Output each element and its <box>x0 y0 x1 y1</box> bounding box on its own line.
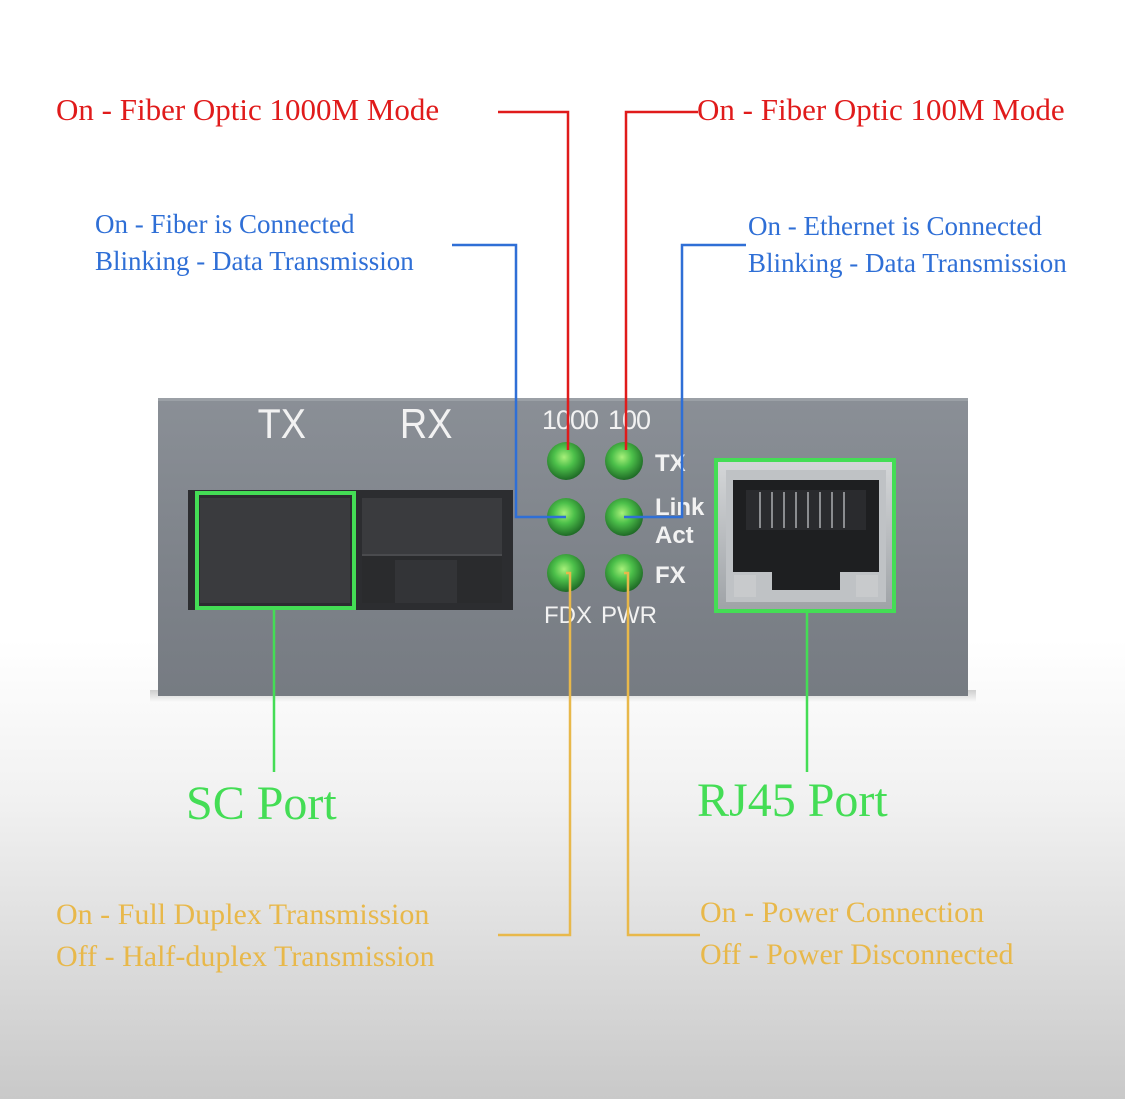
rj45-jack <box>718 462 894 610</box>
leader-line-ethernet-link <box>624 243 746 519</box>
panel-label-fx: FX <box>655 562 686 589</box>
sc-port-label: SC Port <box>186 777 337 830</box>
leader-line-fdx <box>498 571 572 937</box>
sc-connector <box>188 490 513 610</box>
callout-duplex: On - Full Duplex Transmission Off - Half… <box>56 894 435 978</box>
panel-label-row-tx: TX <box>655 450 686 477</box>
callout-fiber-connected-line1: On - Fiber is Connected <box>95 209 355 239</box>
leader-line-1000m <box>498 110 570 450</box>
callout-duplex-line1: On - Full Duplex Transmission <box>56 898 430 931</box>
callout-power-line2: Off - Power Disconnected <box>700 938 1014 971</box>
callout-duplex-line2: Off - Half-duplex Transmission <box>56 940 435 973</box>
callout-ethernet-connected-line1: On - Ethernet is Connected <box>748 211 1042 241</box>
leader-line-fiber-link <box>452 243 566 519</box>
callout-fiber-connected: On - Fiber is Connected Blinking - Data … <box>95 206 414 280</box>
panel-label-act: Act <box>655 522 694 549</box>
leader-line-pwr <box>624 571 700 937</box>
panel-label-tx: TX <box>257 400 306 447</box>
callout-ethernet-connected-line2: Blinking - Data Transmission <box>748 248 1067 278</box>
panel-label-1000: 1000 <box>542 405 599 435</box>
led-100 <box>605 442 643 480</box>
sc-port-highlight <box>195 491 356 610</box>
panel-label-fdx: FDX <box>544 602 592 629</box>
callout-1000m-mode: On - Fiber Optic 1000M Mode <box>56 92 440 127</box>
panel-label-100: 100 <box>608 405 651 435</box>
callout-100m-mode: On - Fiber Optic 100M Mode <box>697 92 1065 127</box>
callout-power-line1: On - Power Connection <box>700 896 985 929</box>
callout-power: On - Power Connection Off - Power Discon… <box>700 892 1014 976</box>
panel-label-rx: RX <box>399 400 453 447</box>
rj45-port-highlight <box>714 458 896 613</box>
callout-fiber-connected-line2: Blinking - Data Transmission <box>95 246 414 276</box>
led-1000 <box>547 442 585 480</box>
rj45-port-label: RJ45 Port <box>697 774 888 827</box>
leader-line-100m <box>624 110 698 450</box>
callout-ethernet-connected: On - Ethernet is Connected Blinking - Da… <box>748 208 1067 282</box>
